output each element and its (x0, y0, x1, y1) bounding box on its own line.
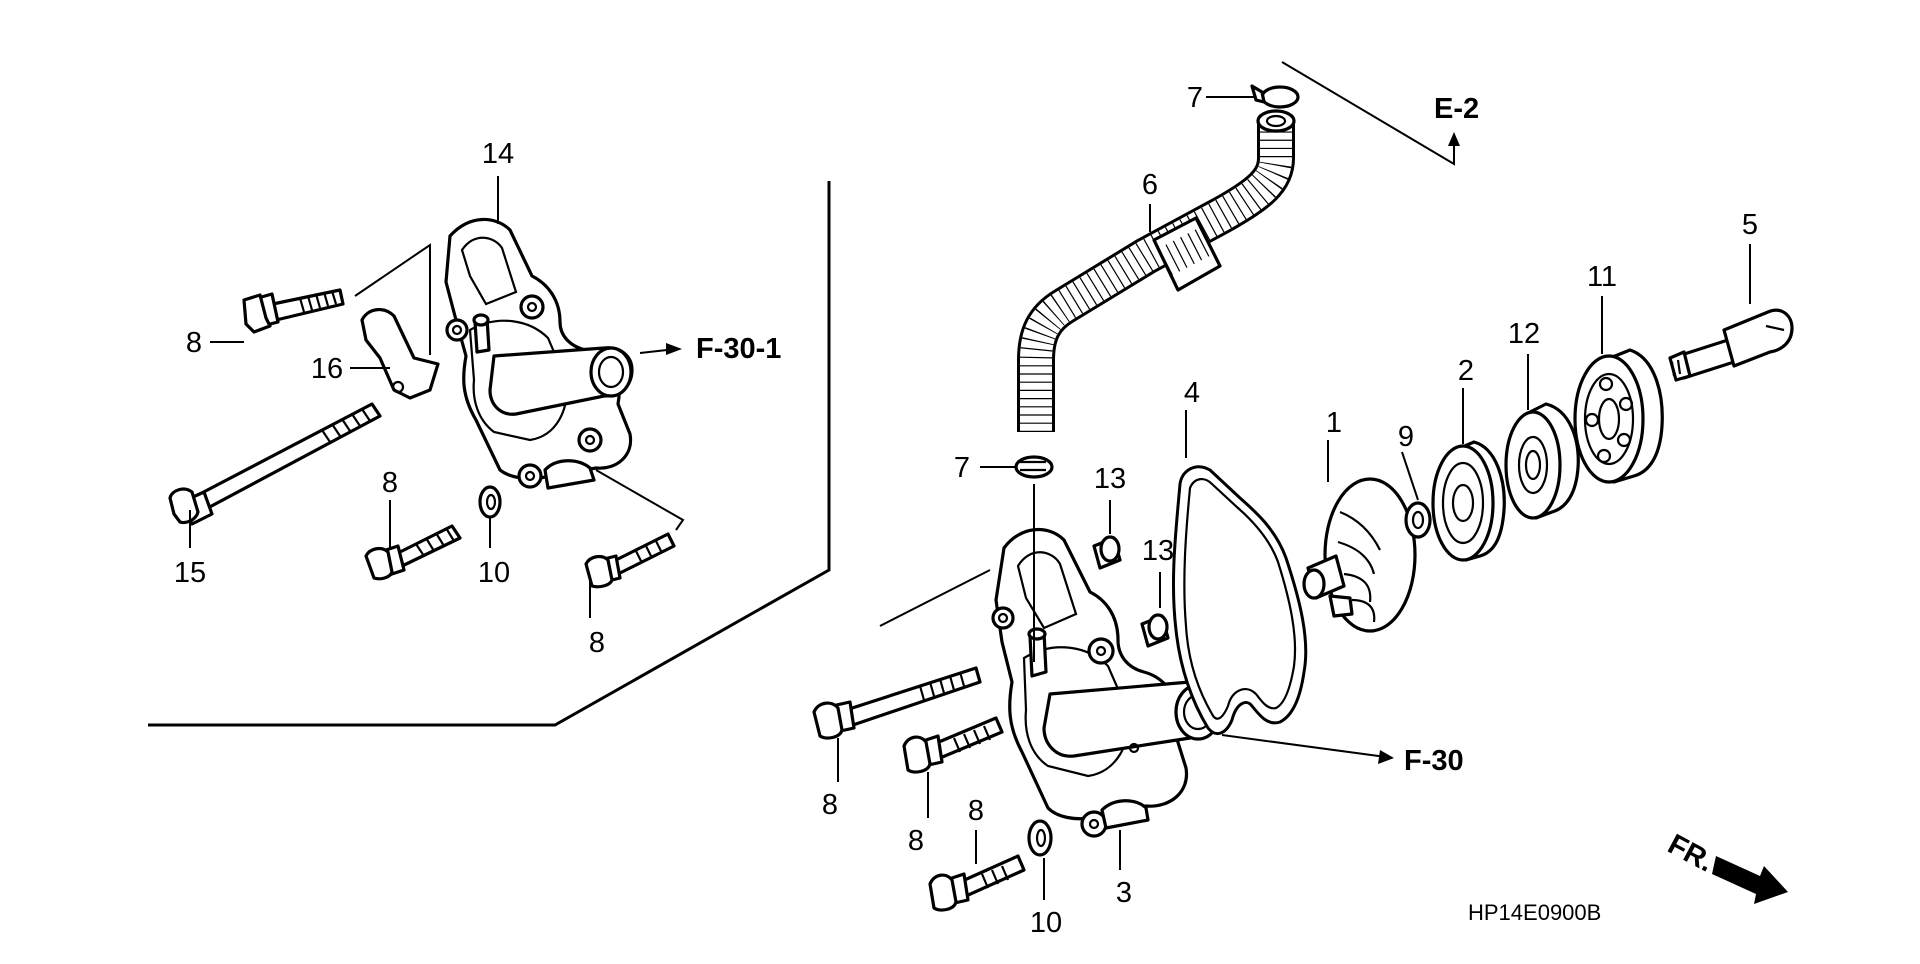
arrow-up-icon (1448, 132, 1460, 146)
impeller-part (1302, 477, 1417, 633)
bearing-part (1573, 348, 1664, 484)
washer-part (478, 485, 502, 519)
callout-13: 13 (1142, 535, 1174, 567)
front-direction-arrow-icon (1712, 856, 1788, 904)
callout-10: 10 (478, 557, 510, 589)
arrow-icon (666, 343, 682, 355)
callout-3: 3 (1116, 877, 1132, 909)
callout-8: 8 (382, 467, 398, 499)
ref-e2[interactable]: E-2 (1434, 93, 1479, 125)
callout-4: 4 (1184, 377, 1200, 409)
long-bolt-part (168, 402, 382, 526)
pump-cover-alt-part (444, 217, 634, 490)
ref-f30-1[interactable]: F-30-1 (696, 333, 781, 365)
hose-part (1017, 109, 1296, 432)
washer-part (1404, 501, 1432, 539)
callout-5: 5 (1742, 209, 1758, 241)
callout-8: 8 (186, 327, 202, 359)
dowel-pin-part (1140, 613, 1170, 648)
dowel-pin-part (1092, 535, 1122, 570)
right-main-leaders (837, 61, 1751, 900)
flange-bolt-part (928, 854, 1026, 912)
flange-bolt-part (812, 666, 982, 740)
callout-9: 9 (1398, 421, 1414, 453)
washer-part (1027, 819, 1053, 857)
callout-10: 10 (1030, 907, 1062, 939)
flange-bolt-part (242, 288, 345, 334)
diagram-code: HP14E0900B (1468, 900, 1601, 925)
callout-8: 8 (589, 627, 605, 659)
callout-14: 14 (482, 138, 514, 170)
flange-bolt-part (902, 716, 1004, 774)
callout-2: 2 (1458, 355, 1474, 387)
callout-8: 8 (908, 825, 924, 857)
flange-bolt-part (364, 524, 462, 581)
callout-13: 13 (1094, 463, 1126, 495)
callout-16: 16 (311, 353, 343, 385)
gasket-part (1171, 465, 1308, 736)
callout-7: 7 (1187, 82, 1203, 114)
callout-8: 8 (968, 795, 984, 827)
flange-bolt-part (584, 532, 676, 589)
front-direction-label: FR. (1663, 828, 1719, 878)
hose-clamp-part (1014, 455, 1054, 479)
hose-clamp-part (1250, 84, 1300, 109)
ref-f30[interactable]: F-30 (1404, 745, 1464, 777)
pump-shaft-part (1668, 308, 1794, 382)
arrow-icon (1378, 750, 1394, 764)
left-inset-leaders (189, 176, 685, 618)
callout-12: 12 (1508, 318, 1540, 350)
bracket-part (360, 308, 440, 400)
callout-8: 8 (822, 789, 838, 821)
callout-11: 11 (1587, 261, 1617, 293)
callout-7: 7 (954, 452, 970, 484)
callout-6: 6 (1142, 169, 1158, 201)
inset-frame-line (148, 181, 831, 727)
bearing-part (1431, 440, 1506, 562)
callout-1: 1 (1326, 407, 1342, 439)
callout-15: 15 (174, 557, 206, 589)
oil-seal-part (1504, 402, 1580, 520)
